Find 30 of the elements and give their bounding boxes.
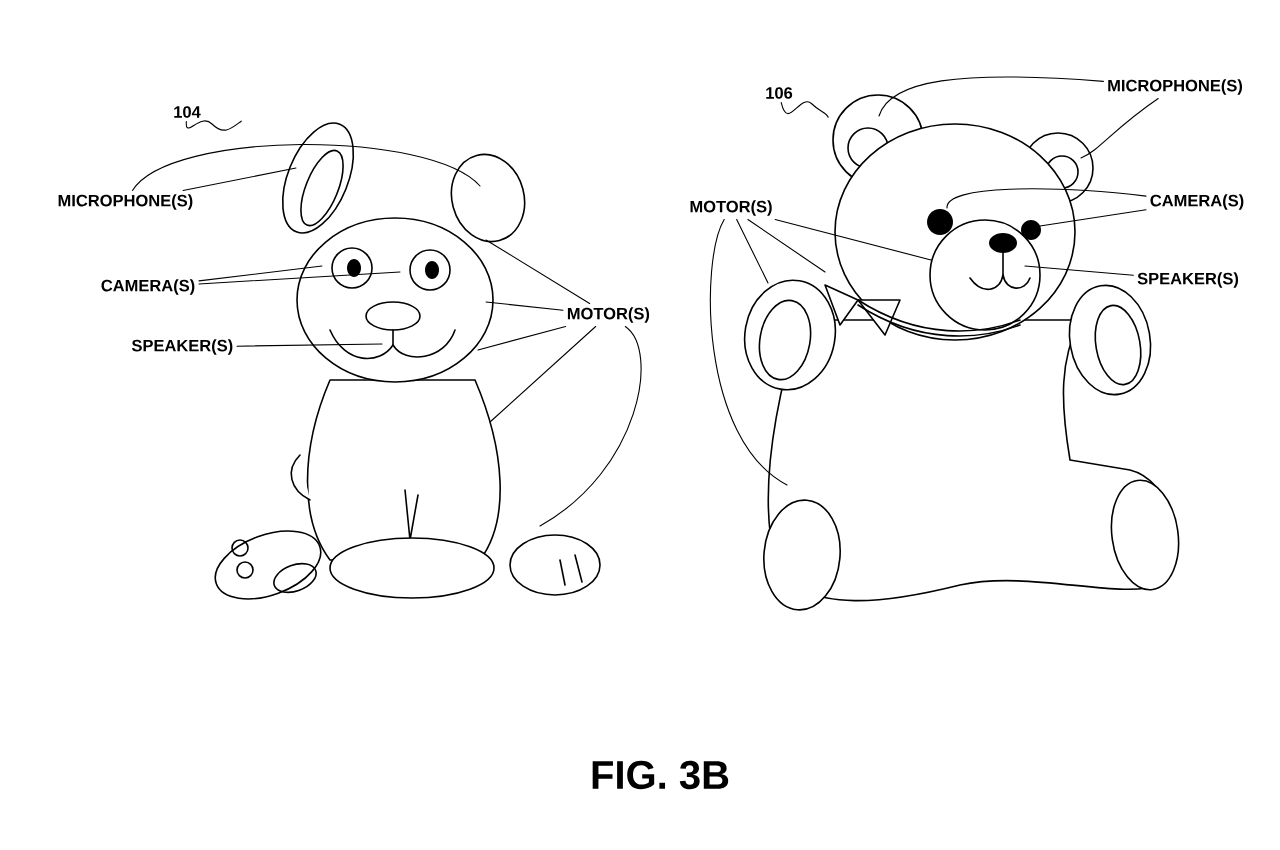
figure-caption: FIG. 3B xyxy=(592,760,729,790)
leader-line xyxy=(236,343,383,347)
part-label: SPEAKER(S) xyxy=(131,339,233,355)
leader-line xyxy=(198,265,323,282)
part-label: MOTOR(S) xyxy=(690,200,772,216)
part-label: MOTOR(S) xyxy=(567,307,650,323)
leader-line xyxy=(1039,209,1147,227)
part-label: CAMERA(S) xyxy=(1150,194,1244,210)
leader-line xyxy=(489,325,597,423)
leader-line xyxy=(736,218,769,284)
leader-line xyxy=(185,120,242,131)
leader-line xyxy=(774,218,932,261)
leader-line xyxy=(1024,265,1134,276)
part-label: MICROPHONE(S) xyxy=(58,194,193,210)
leader-line xyxy=(198,271,401,285)
leader-line xyxy=(780,101,829,118)
reference-number: 104 xyxy=(174,106,201,118)
leader-line xyxy=(485,239,591,305)
part-label: SPEAKER(S) xyxy=(1137,272,1239,288)
leader-line xyxy=(485,301,564,311)
leader-line xyxy=(539,325,642,527)
leader-line xyxy=(1080,97,1159,159)
reference-number: 106 xyxy=(766,87,793,99)
leader-line xyxy=(477,325,567,351)
leader-line xyxy=(878,76,1104,117)
leader-line xyxy=(131,144,481,192)
leader-line xyxy=(709,218,788,486)
leader-line xyxy=(182,167,297,192)
part-label: MICROPHONE(S) xyxy=(1108,79,1242,95)
part-label: CAMERA(S) xyxy=(101,279,195,295)
